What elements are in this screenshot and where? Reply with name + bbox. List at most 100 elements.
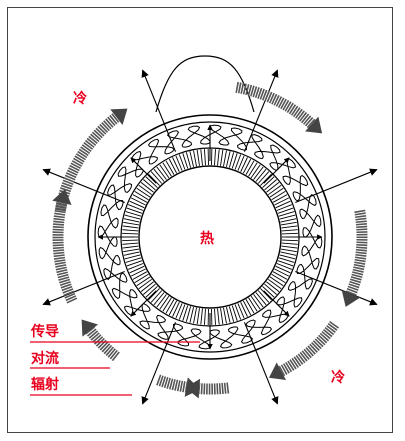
hatch-line: [124, 214, 141, 220]
hatch-line: [148, 173, 160, 186]
legend-convection: 对流: [31, 350, 59, 366]
hatched-wall: [122, 149, 298, 325]
cold-label-bottom: 冷: [331, 369, 345, 385]
hatch-line: [250, 164, 261, 179]
hatch-line: [240, 157, 248, 173]
hatch-line: [153, 168, 165, 182]
radiation-arrow: [243, 69, 279, 152]
hatch-line: [122, 245, 139, 249]
hatch-line: [280, 248, 297, 253]
hatch-line: [143, 283, 156, 295]
convection-arrow-head: [81, 319, 99, 337]
hatch-line: [257, 171, 270, 184]
hatch-line: [253, 294, 264, 308]
convection-arrow-body: [52, 201, 78, 304]
hatch-line: [162, 297, 172, 312]
hatch-line: [245, 299, 255, 314]
hatch-line: [226, 151, 231, 168]
hatch-line: [162, 162, 172, 177]
hatch-line: [196, 308, 200, 325]
hatch-line: [185, 306, 192, 322]
hot-label: 热: [200, 230, 214, 246]
hatch-line: [145, 285, 158, 298]
hatch-line: [253, 166, 264, 180]
hatch-line: [269, 276, 284, 287]
hatch-line: [185, 152, 192, 168]
hatch-line: [272, 194, 288, 203]
convection-arrow-head: [185, 378, 201, 399]
hatch-line: [250, 295, 261, 310]
hatch-line: [145, 176, 158, 189]
hatch-line: [132, 194, 148, 203]
convection-arrow-head: [341, 290, 361, 307]
hatch-line: [262, 176, 275, 189]
hatch-line: [140, 281, 154, 293]
convection-arrow-body: [199, 382, 230, 395]
hatch-line: [281, 232, 298, 235]
radiation-arrow: [243, 322, 279, 405]
cold-label-top: 冷: [73, 90, 87, 106]
hatch-line: [123, 248, 140, 253]
hatch-line: [159, 295, 170, 310]
convection-arrow-head: [268, 362, 287, 380]
hatch-line: [275, 265, 291, 274]
hatch-line: [266, 281, 280, 293]
hatch-line: [217, 149, 220, 166]
hatch-line: [220, 149, 224, 166]
hatch-line: [122, 229, 139, 232]
legend-radiation: 辐射: [31, 376, 59, 392]
hatch-line: [245, 160, 255, 175]
hatch-line: [134, 191, 149, 201]
hatch-line: [278, 257, 295, 263]
hatch-line: [255, 292, 267, 306]
hatch-line: [281, 225, 298, 229]
hatch-line: [262, 285, 275, 298]
hatch-line: [248, 162, 258, 177]
hatch-line: [231, 305, 238, 321]
hatch-line: [271, 191, 286, 201]
conduction-arrow: [263, 290, 290, 317]
hatch-line: [264, 283, 277, 295]
hatch-line: [275, 200, 291, 209]
hatch-line: [237, 155, 245, 171]
hatch-line: [223, 307, 227, 324]
hatch-line: [178, 304, 186, 320]
hatch-line: [122, 232, 139, 235]
hatch-line: [277, 207, 294, 214]
hatch-line: [156, 166, 167, 180]
hatch-line: [156, 294, 167, 308]
hatch-line: [172, 301, 180, 317]
hatch-line: [165, 160, 175, 175]
hatch-line: [257, 290, 270, 303]
radiation-arrows: [42, 69, 378, 405]
hatch-line: [228, 306, 235, 322]
hot-core: [138, 165, 282, 309]
hatch-line: [281, 245, 298, 249]
hatch-line: [267, 184, 282, 196]
conduction-arrows: [97, 124, 323, 350]
hatch-line: [269, 187, 284, 198]
hatch-line: [264, 179, 277, 191]
hatch-line: [134, 273, 149, 283]
hatch-line: [193, 150, 197, 167]
hatch-line: [130, 197, 146, 206]
hatch-line: [136, 187, 151, 198]
hatch-line: [150, 171, 163, 184]
hatch-line: [150, 290, 163, 303]
radiation-arrow: [42, 270, 125, 306]
hatch-line: [281, 242, 298, 245]
hatch-line: [140, 181, 154, 193]
convection-arrow-body: [278, 320, 340, 377]
hatch-line: [182, 153, 189, 169]
hatch-line: [123, 221, 140, 226]
hatch-line: [143, 179, 156, 191]
hatch-line: [130, 268, 146, 277]
radiation-arrow: [295, 168, 378, 204]
hatch-line: [123, 251, 140, 256]
conduction-arrow: [130, 157, 157, 184]
hatch-line: [204, 308, 206, 325]
convection-loop-outline: [155, 55, 255, 113]
hatch-line: [148, 288, 160, 301]
hatch-line: [220, 308, 224, 325]
